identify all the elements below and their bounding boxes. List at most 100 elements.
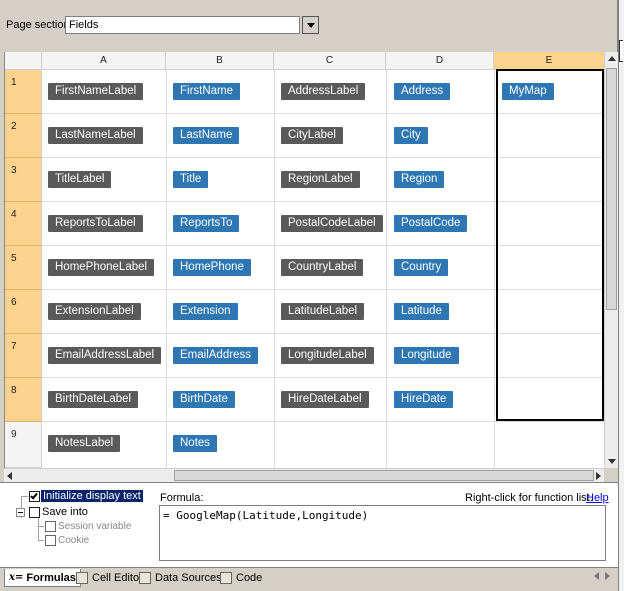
scroll-right-icon[interactable] xyxy=(596,472,601,480)
grid-line xyxy=(386,70,387,468)
row-header-2[interactable]: 2 xyxy=(5,114,42,158)
column-header-d[interactable]: D xyxy=(386,52,494,70)
field-value-chip[interactable]: ReportsTo xyxy=(173,215,240,232)
tree-connector xyxy=(21,496,22,518)
scroll-up-icon[interactable] xyxy=(608,56,616,61)
field-label-chip[interactable]: EmailAddressLabel xyxy=(48,347,162,364)
field-value-chip[interactable]: Region xyxy=(394,171,445,188)
tree-connector xyxy=(38,540,44,541)
field-label-chip[interactable]: PostalCodeLabel xyxy=(281,215,383,232)
field-value-chip[interactable]: LastName xyxy=(173,127,240,144)
field-value-chip[interactable]: Country xyxy=(394,259,449,276)
session-variable-checkbox[interactable] xyxy=(45,521,56,532)
field-value-chip[interactable]: PostalCode xyxy=(394,215,468,232)
toolbar: Page section: Fields xyxy=(0,0,618,52)
column-header-e[interactable]: E xyxy=(494,52,604,70)
field-value-chip[interactable]: Notes xyxy=(173,435,218,452)
field-label-chip[interactable]: ReportsToLabel xyxy=(48,215,143,232)
field-value-chip[interactable]: HireDate xyxy=(394,391,454,408)
formula-editor[interactable]: = GoogleMap(Latitude,Longitude) xyxy=(159,505,606,561)
tab-data-sources[interactable]: Data Sources xyxy=(139,569,222,587)
row-header-9[interactable]: 9 xyxy=(5,422,42,468)
tab-code[interactable]: Code xyxy=(220,569,262,587)
column-header-a[interactable]: A xyxy=(42,52,166,70)
field-value-chip[interactable]: City xyxy=(394,127,428,144)
field-value-chip[interactable]: EmailAddress xyxy=(173,347,258,364)
grid-line xyxy=(494,70,495,468)
field-label-chip[interactable]: LatitudeLabel xyxy=(281,303,365,320)
tab-label: Code xyxy=(236,572,263,584)
page-section-dropdown-button[interactable] xyxy=(302,16,319,34)
row-header-3[interactable]: 3 xyxy=(5,158,42,202)
grid-line xyxy=(42,333,604,334)
column-header-c[interactable]: C xyxy=(274,52,386,70)
field-label-chip[interactable]: ExtensionLabel xyxy=(48,303,141,320)
field-value-chip[interactable]: Address xyxy=(394,83,451,100)
session-variable-label[interactable]: Session variable xyxy=(58,521,132,532)
field-label-chip[interactable]: BirthDateLabel xyxy=(48,391,139,408)
field-value-chip[interactable]: Longitude xyxy=(394,347,459,364)
initialize-display-checkbox[interactable] xyxy=(29,491,40,502)
tab-formulas[interactable]: x= Formulas xyxy=(4,569,81,587)
tab-next-icon[interactable] xyxy=(605,572,610,580)
field-label-chip[interactable]: AddressLabel xyxy=(281,83,366,100)
field-value-chip[interactable]: FirstName xyxy=(173,83,241,100)
field-value-chip[interactable]: HomePhone xyxy=(173,259,251,276)
field-label-chip[interactable]: CountryLabel xyxy=(281,259,364,276)
collapse-icon[interactable] xyxy=(16,508,25,517)
grid-line xyxy=(42,245,604,246)
row-header-1[interactable]: 1 xyxy=(5,70,42,114)
field-label-chip[interactable]: LastNameLabel xyxy=(48,127,143,144)
bottom-tab-bar: x= Formulas Cell Editor Data Sources Cod… xyxy=(0,568,618,591)
grid-line xyxy=(166,70,167,468)
function-list-hint: Right-click for function list. xyxy=(465,492,593,504)
save-into-checkbox[interactable] xyxy=(29,507,40,518)
grid-line xyxy=(42,377,604,378)
scroll-corner xyxy=(604,468,618,482)
field-value-chip[interactable]: Title xyxy=(173,171,209,188)
field-label-chip[interactable]: HomePhoneLabel xyxy=(48,259,155,276)
row-header-5[interactable]: 5 xyxy=(5,246,42,290)
layout-grid: A B C D E 1 2 3 4 5 6 7 8 9 FirstNameLab… xyxy=(4,52,604,468)
tab-prev-icon[interactable] xyxy=(594,572,599,580)
grid-line xyxy=(42,201,604,202)
field-label-chip[interactable]: FirstNameLabel xyxy=(48,83,144,100)
field-label-chip[interactable]: RegionLabel xyxy=(281,171,360,188)
horizontal-scrollbar[interactable] xyxy=(4,468,604,482)
row-header-8[interactable]: 8 xyxy=(5,378,42,422)
page-section-select[interactable]: Fields xyxy=(65,16,300,34)
cookie-checkbox[interactable] xyxy=(45,535,56,546)
field-value-chip[interactable]: Latitude xyxy=(394,303,449,320)
scroll-down-icon[interactable] xyxy=(608,459,616,464)
field-value-chip[interactable]: BirthDate xyxy=(173,391,235,408)
scroll-left-icon[interactable] xyxy=(7,472,12,480)
merged-cell-selection[interactable] xyxy=(496,69,604,421)
grid-line xyxy=(42,289,604,290)
checkmark-icon xyxy=(30,491,38,500)
tree-connector xyxy=(38,526,44,527)
tab-label: Formulas xyxy=(26,571,76,584)
horizontal-scroll-thumb[interactable] xyxy=(174,470,594,481)
row-header-4[interactable]: 4 xyxy=(5,202,42,246)
field-label-chip[interactable]: HireDateLabel xyxy=(281,391,369,408)
field-label-chip[interactable]: NotesLabel xyxy=(48,435,121,452)
vertical-scrollbar[interactable] xyxy=(604,52,618,468)
field-label-chip[interactable]: TitleLabel xyxy=(48,171,112,188)
field-label-chip[interactable]: LongitudeLabel xyxy=(281,347,374,364)
map-field-chip[interactable]: MyMap xyxy=(502,83,554,100)
tab-label: Cell Editor xyxy=(92,572,143,584)
vertical-scroll-thumb[interactable] xyxy=(606,68,617,310)
right-edge-tab[interactable] xyxy=(619,40,623,62)
initialize-display-label[interactable]: Initialize display text xyxy=(41,490,143,502)
tab-label: Data Sources xyxy=(155,572,222,584)
save-into-label[interactable]: Save into xyxy=(42,506,88,518)
column-header-b[interactable]: B xyxy=(166,52,274,70)
tab-cell-editor[interactable]: Cell Editor xyxy=(76,569,143,587)
row-header-7[interactable]: 7 xyxy=(5,334,42,378)
help-link[interactable]: Help xyxy=(586,492,609,504)
field-value-chip[interactable]: Extension xyxy=(173,303,238,320)
field-label-chip[interactable]: CityLabel xyxy=(281,127,343,144)
row-header-6[interactable]: 6 xyxy=(5,290,42,334)
formula-x-icon: x= xyxy=(9,571,24,583)
cookie-label[interactable]: Cookie xyxy=(58,535,90,546)
